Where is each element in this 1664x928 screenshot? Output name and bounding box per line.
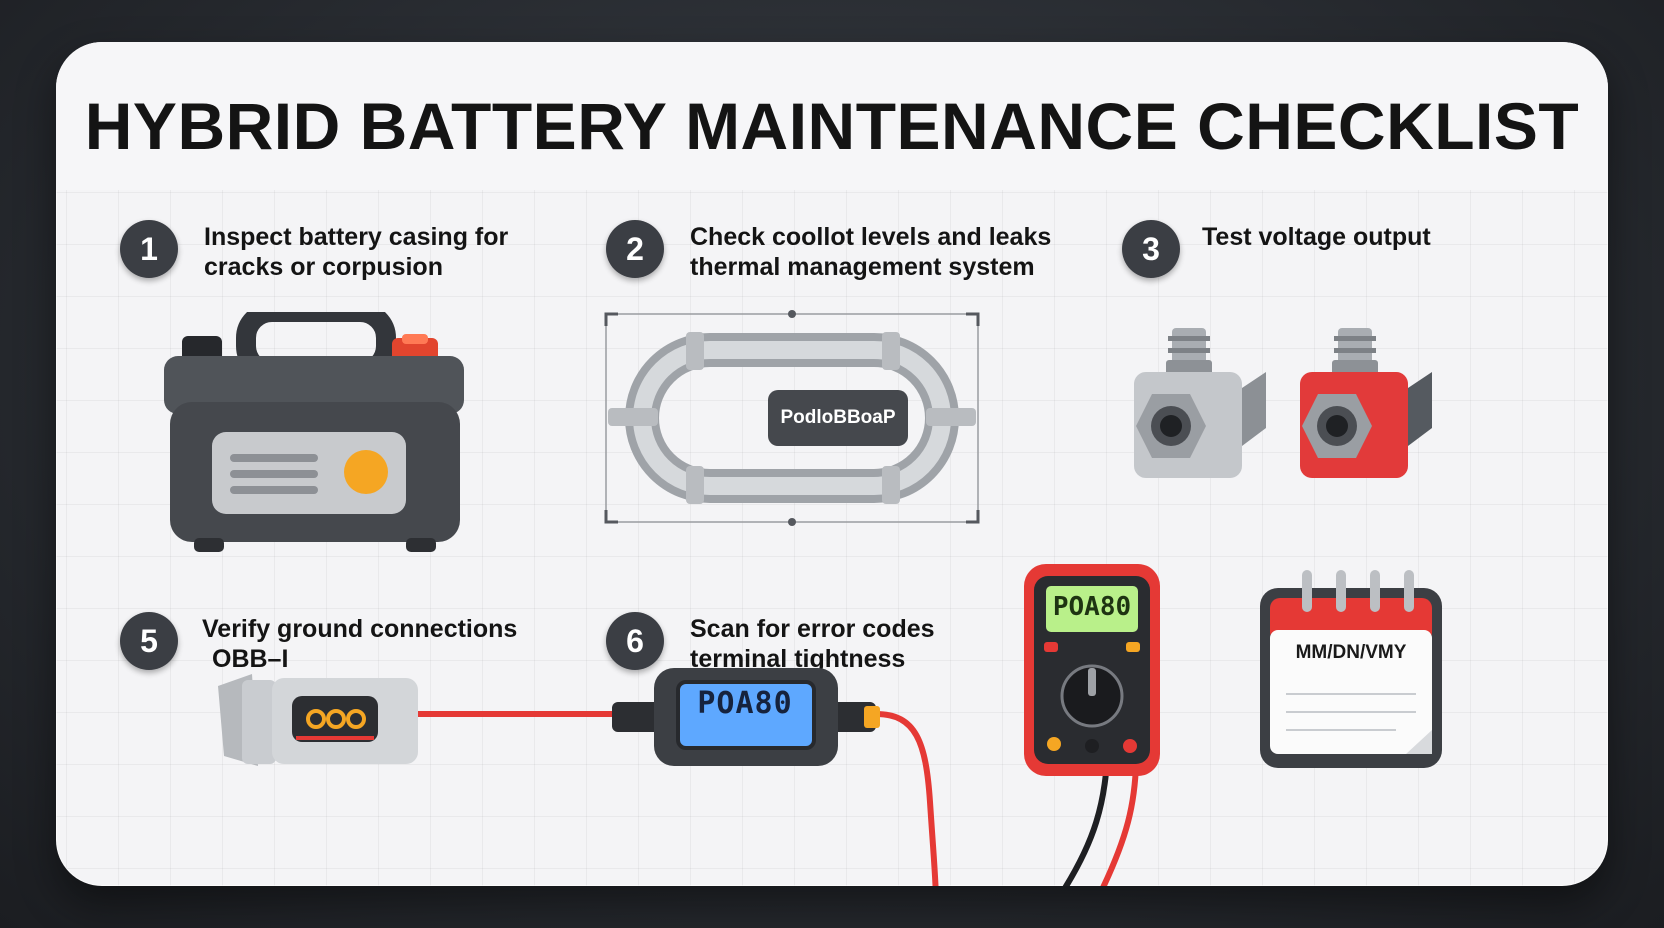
step-6-line1: Scan for error codes	[690, 615, 935, 643]
step-5-badge: 5	[120, 612, 178, 670]
silver-terminal-icon	[1134, 328, 1266, 478]
step-3-line1: Test voltage output	[1202, 223, 1431, 251]
step-1-line1: Inspect battery casing for	[204, 223, 509, 251]
checklist-card: HYBRID BATTERY MAINTENANCE CHECKLIST 1 I…	[56, 42, 1608, 886]
step-3-text: Test voltage output	[1202, 222, 1431, 252]
step-5-text: Verify ground connections OBB–I	[202, 614, 517, 674]
coolant-label: PodloBBoaP	[768, 390, 908, 446]
step-2-badge: 2	[606, 220, 664, 278]
step-1-badge: 1	[120, 220, 178, 278]
scanner-display: POA80	[697, 686, 793, 721]
title-band	[56, 42, 1608, 190]
calendar-icon	[1260, 570, 1442, 768]
ground-connector-icon	[218, 674, 418, 766]
step-2-text: Check coollot levels and leaks thermal m…	[690, 222, 1051, 282]
multimeter-display: POA80	[1052, 592, 1132, 622]
red-terminal-icon	[1300, 328, 1432, 478]
page-title: HYBRID BATTERY MAINTENANCE CHECKLIST	[84, 89, 1580, 163]
step-6-badge: 6	[606, 612, 664, 670]
obd-scanner-icon	[612, 668, 880, 766]
step-1-text: Inspect battery casing for cracks or cor…	[204, 222, 508, 282]
step-2-line1: Check coollot levels and leaks	[690, 223, 1052, 251]
coolant-pipe-icon	[604, 310, 980, 526]
multimeter-icon	[1024, 564, 1160, 776]
cable-wires	[416, 711, 1140, 886]
step-2-line2: thermal management system	[690, 253, 1035, 281]
step-3-badge: 3	[1122, 220, 1180, 278]
step-5-line2: OBB–I	[212, 645, 289, 673]
calendar-date: MM/DN/VMY	[1295, 642, 1407, 663]
step-5-line1: Verify ground connections	[202, 615, 518, 643]
battery-icon	[164, 312, 464, 552]
step-1-line2: cracks or corpusion	[204, 253, 443, 281]
